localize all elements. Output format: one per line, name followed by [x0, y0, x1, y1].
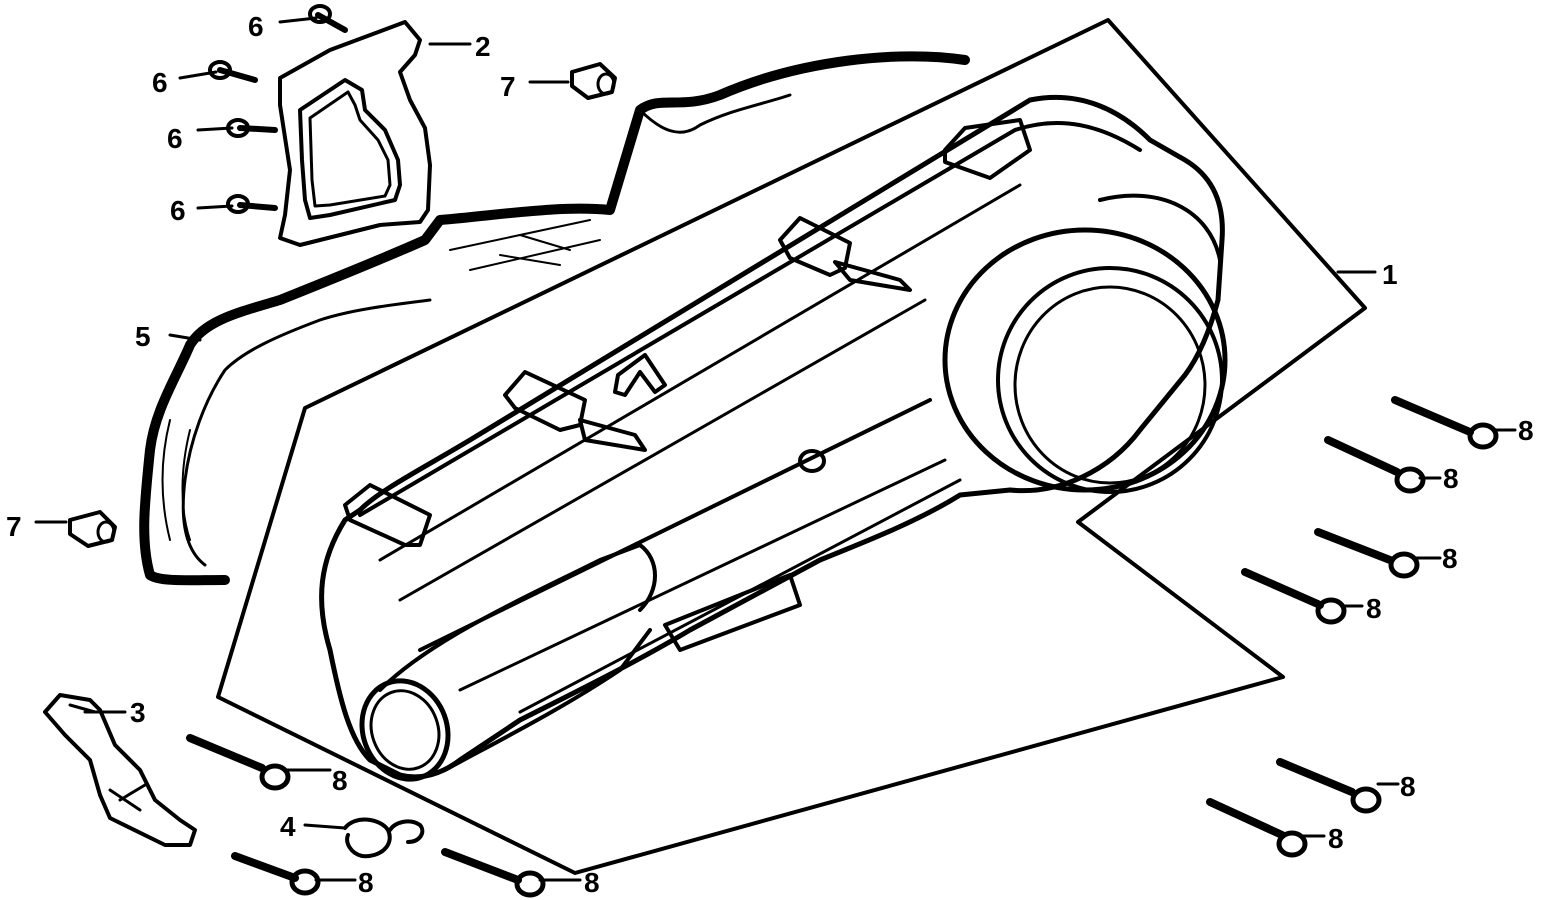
screw [226, 118, 278, 138]
dowel-pin-group [68, 62, 617, 548]
callout-1: 1 [1382, 259, 1398, 290]
callout-8-h: 8 [358, 867, 374, 898]
bolt [1391, 396, 1499, 450]
callout-6-a: 6 [248, 11, 264, 42]
callout-8-g: 8 [332, 765, 348, 796]
bolt [1324, 436, 1426, 494]
callout-6-b: 6 [152, 67, 168, 98]
bolt [1241, 568, 1347, 625]
dowel-pin [68, 510, 117, 548]
bolt [1314, 528, 1420, 579]
bolt [1206, 798, 1308, 858]
callout-2: 2 [475, 31, 491, 62]
clip [343, 817, 425, 859]
bolt-group [186, 396, 1499, 898]
cover-plate [278, 20, 432, 247]
callout-labels: 1 2 3 4 5 6 6 6 6 7 7 8 8 8 8 8 8 8 8 8 [6, 11, 1534, 898]
bolt [441, 848, 546, 898]
callout-7-a: 7 [500, 71, 516, 102]
screw [226, 194, 278, 214]
callout-8-b: 8 [1443, 463, 1459, 494]
callout-6-d: 6 [170, 195, 186, 226]
callout-8-d: 8 [1366, 593, 1382, 624]
callout-8-f: 8 [1328, 823, 1344, 854]
bolt [186, 734, 291, 791]
bracket [43, 693, 197, 847]
callout-6-c: 6 [167, 123, 183, 154]
callout-8-e: 8 [1400, 771, 1416, 802]
callout-3: 3 [130, 697, 146, 728]
callout-4: 4 [280, 811, 296, 842]
callout-7-b: 7 [6, 511, 22, 542]
screw [208, 60, 258, 83]
dowel-pin [570, 62, 617, 100]
callout-8-i: 8 [584, 867, 600, 898]
callout-8-a: 8 [1518, 415, 1534, 446]
screw [308, 4, 348, 33]
leader-lines [34, 16, 1517, 882]
callout-5: 5 [135, 321, 151, 352]
gasket [139, 51, 970, 586]
cover-assembly-outline [216, 18, 1367, 875]
crankcase-cover-left [319, 94, 1228, 782]
callout-8-c: 8 [1442, 543, 1458, 574]
bolt [1276, 758, 1382, 814]
bolt [231, 852, 321, 896]
